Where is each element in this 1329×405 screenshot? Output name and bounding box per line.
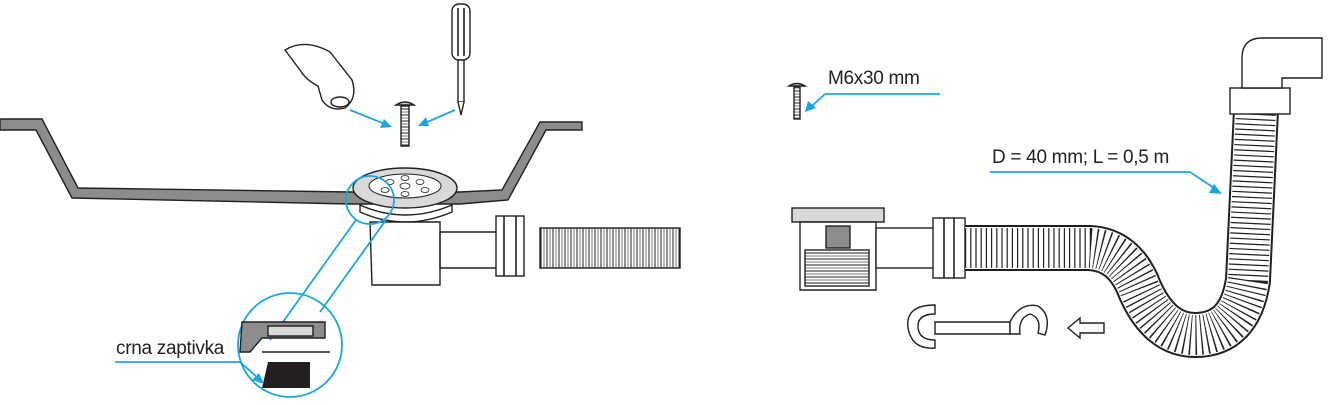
sink-cross-section — [0, 118, 583, 205]
pipe-clip — [907, 304, 1048, 349]
screwdriver-icon — [451, 3, 471, 116]
gasket-detail — [237, 175, 395, 398]
drain-body — [369, 215, 525, 286]
screw-m6-icon — [786, 82, 808, 120]
screw-size-label: M6x30 mm — [828, 68, 920, 89]
hose-spec-label: D = 40 mm; L = 0,5 m — [992, 147, 1170, 168]
screw-icon — [393, 101, 417, 147]
hand-icon — [283, 43, 355, 110]
direction-arrow-icon — [1066, 316, 1105, 340]
gasket-label: crna zaptivka — [116, 338, 225, 359]
drain-assembly — [791, 207, 966, 291]
flexible-siphon-hose — [965, 37, 1323, 359]
corrugated-hose — [539, 227, 681, 269]
